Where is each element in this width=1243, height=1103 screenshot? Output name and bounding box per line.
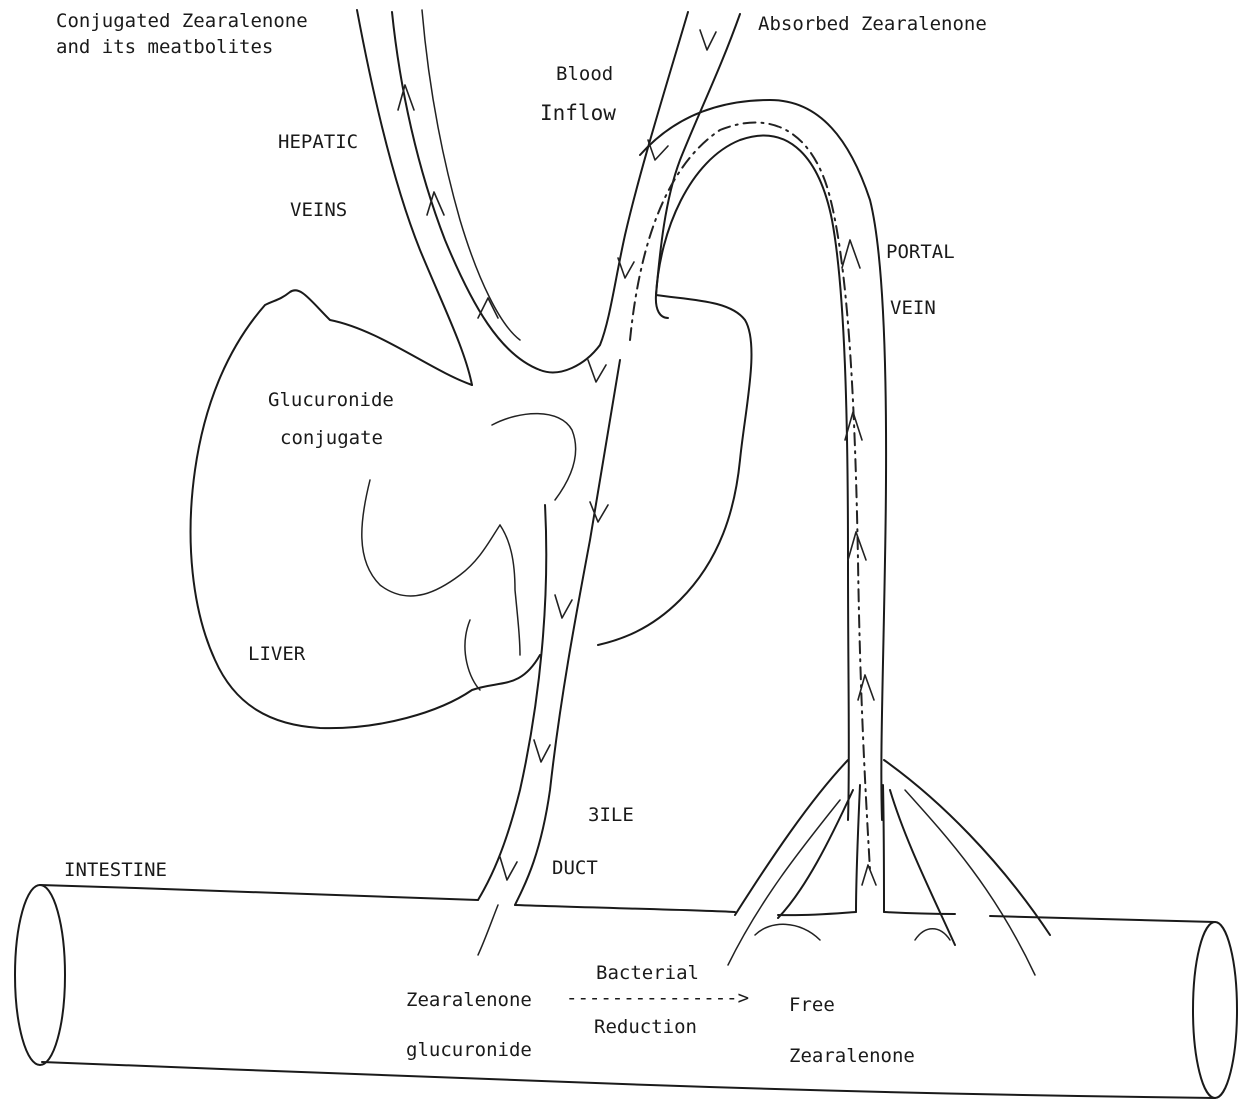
- intestine-top-wall: [40, 885, 1215, 922]
- hepatic-vein-left-wall: [357, 10, 472, 385]
- portal-arrow-1: [842, 240, 860, 268]
- intestine-label: INTESTINE: [64, 861, 167, 880]
- intestine-bottom-wall: [42, 1062, 1215, 1098]
- portal-branch-5: [890, 790, 955, 945]
- inflow-label: Inflow: [540, 103, 616, 124]
- bile-label: 3ILE: [588, 806, 634, 825]
- vein-label: VEIN: [890, 299, 936, 318]
- portal-branch-8: [728, 800, 840, 965]
- portal-branch-2: [778, 790, 853, 918]
- portal-branch-4: [883, 785, 884, 912]
- intestine-left-end: [15, 885, 65, 1065]
- portal-branch-3: [856, 785, 860, 912]
- free-label: Free: [789, 996, 835, 1015]
- liver-label: LIVER: [248, 645, 305, 664]
- inflow-arrow-1: [700, 30, 716, 50]
- bile-arrow-2: [555, 595, 572, 618]
- inflow-vessel-right-wall: [656, 14, 740, 318]
- intestine-villi-1: [755, 924, 820, 940]
- portal-vein-inner-wall: [656, 136, 849, 820]
- reduction-label: Reduction: [594, 1018, 697, 1037]
- portal-branch-7: [905, 790, 1035, 975]
- liver-lobe-fold-1: [492, 414, 576, 500]
- portal-label: PORTAL: [886, 243, 955, 262]
- bile-arrow-3: [534, 740, 550, 762]
- bile-duct-extension: [478, 905, 498, 955]
- conjugated-zearalenone-label-line1: Conjugated Zearalenone: [56, 12, 308, 31]
- conjugate-label: conjugate: [280, 429, 383, 448]
- free-zearalenone-label: Zearalenone: [789, 1047, 915, 1066]
- conjugated-zearalenone-label-line2: and its meatbolites: [56, 38, 273, 57]
- veins-label: VEINS: [290, 201, 347, 220]
- intestine-villi-2: [915, 929, 950, 940]
- liver-lobe-fold-4: [465, 620, 480, 690]
- bacterial-label: Bacterial: [596, 964, 699, 983]
- glucuronide-label: Glucuronide: [268, 391, 394, 410]
- liver-lobe-fold-3: [500, 525, 520, 655]
- portal-arrow-5: [862, 865, 876, 885]
- hepatic-vein-right-wall: [392, 12, 540, 370]
- blood-label: Blood: [556, 65, 613, 84]
- bile-duct-left-wall: [478, 505, 546, 900]
- liver-right-lobe: [598, 295, 751, 645]
- absorbed-zearalenone-label: Absorbed Zearalenone: [758, 15, 987, 34]
- hepatic-label: HEPATIC: [278, 133, 358, 152]
- inflow-arrow-4: [588, 360, 606, 382]
- portal-branch-6: [884, 760, 1050, 935]
- bile-arrow-4: [500, 857, 517, 880]
- zearalenone-glucuronide-label-line2: glucuronide: [406, 1041, 532, 1060]
- liver-lobe-fold-2: [362, 480, 500, 596]
- reaction-arrow: --------------->: [566, 989, 749, 1008]
- liver-outline: [191, 290, 540, 728]
- duct-label: DUCT: [552, 859, 598, 878]
- zearalenone-glucuronide-label-line1: Zearalenone: [406, 991, 532, 1010]
- intestine-right-end: [1193, 922, 1237, 1098]
